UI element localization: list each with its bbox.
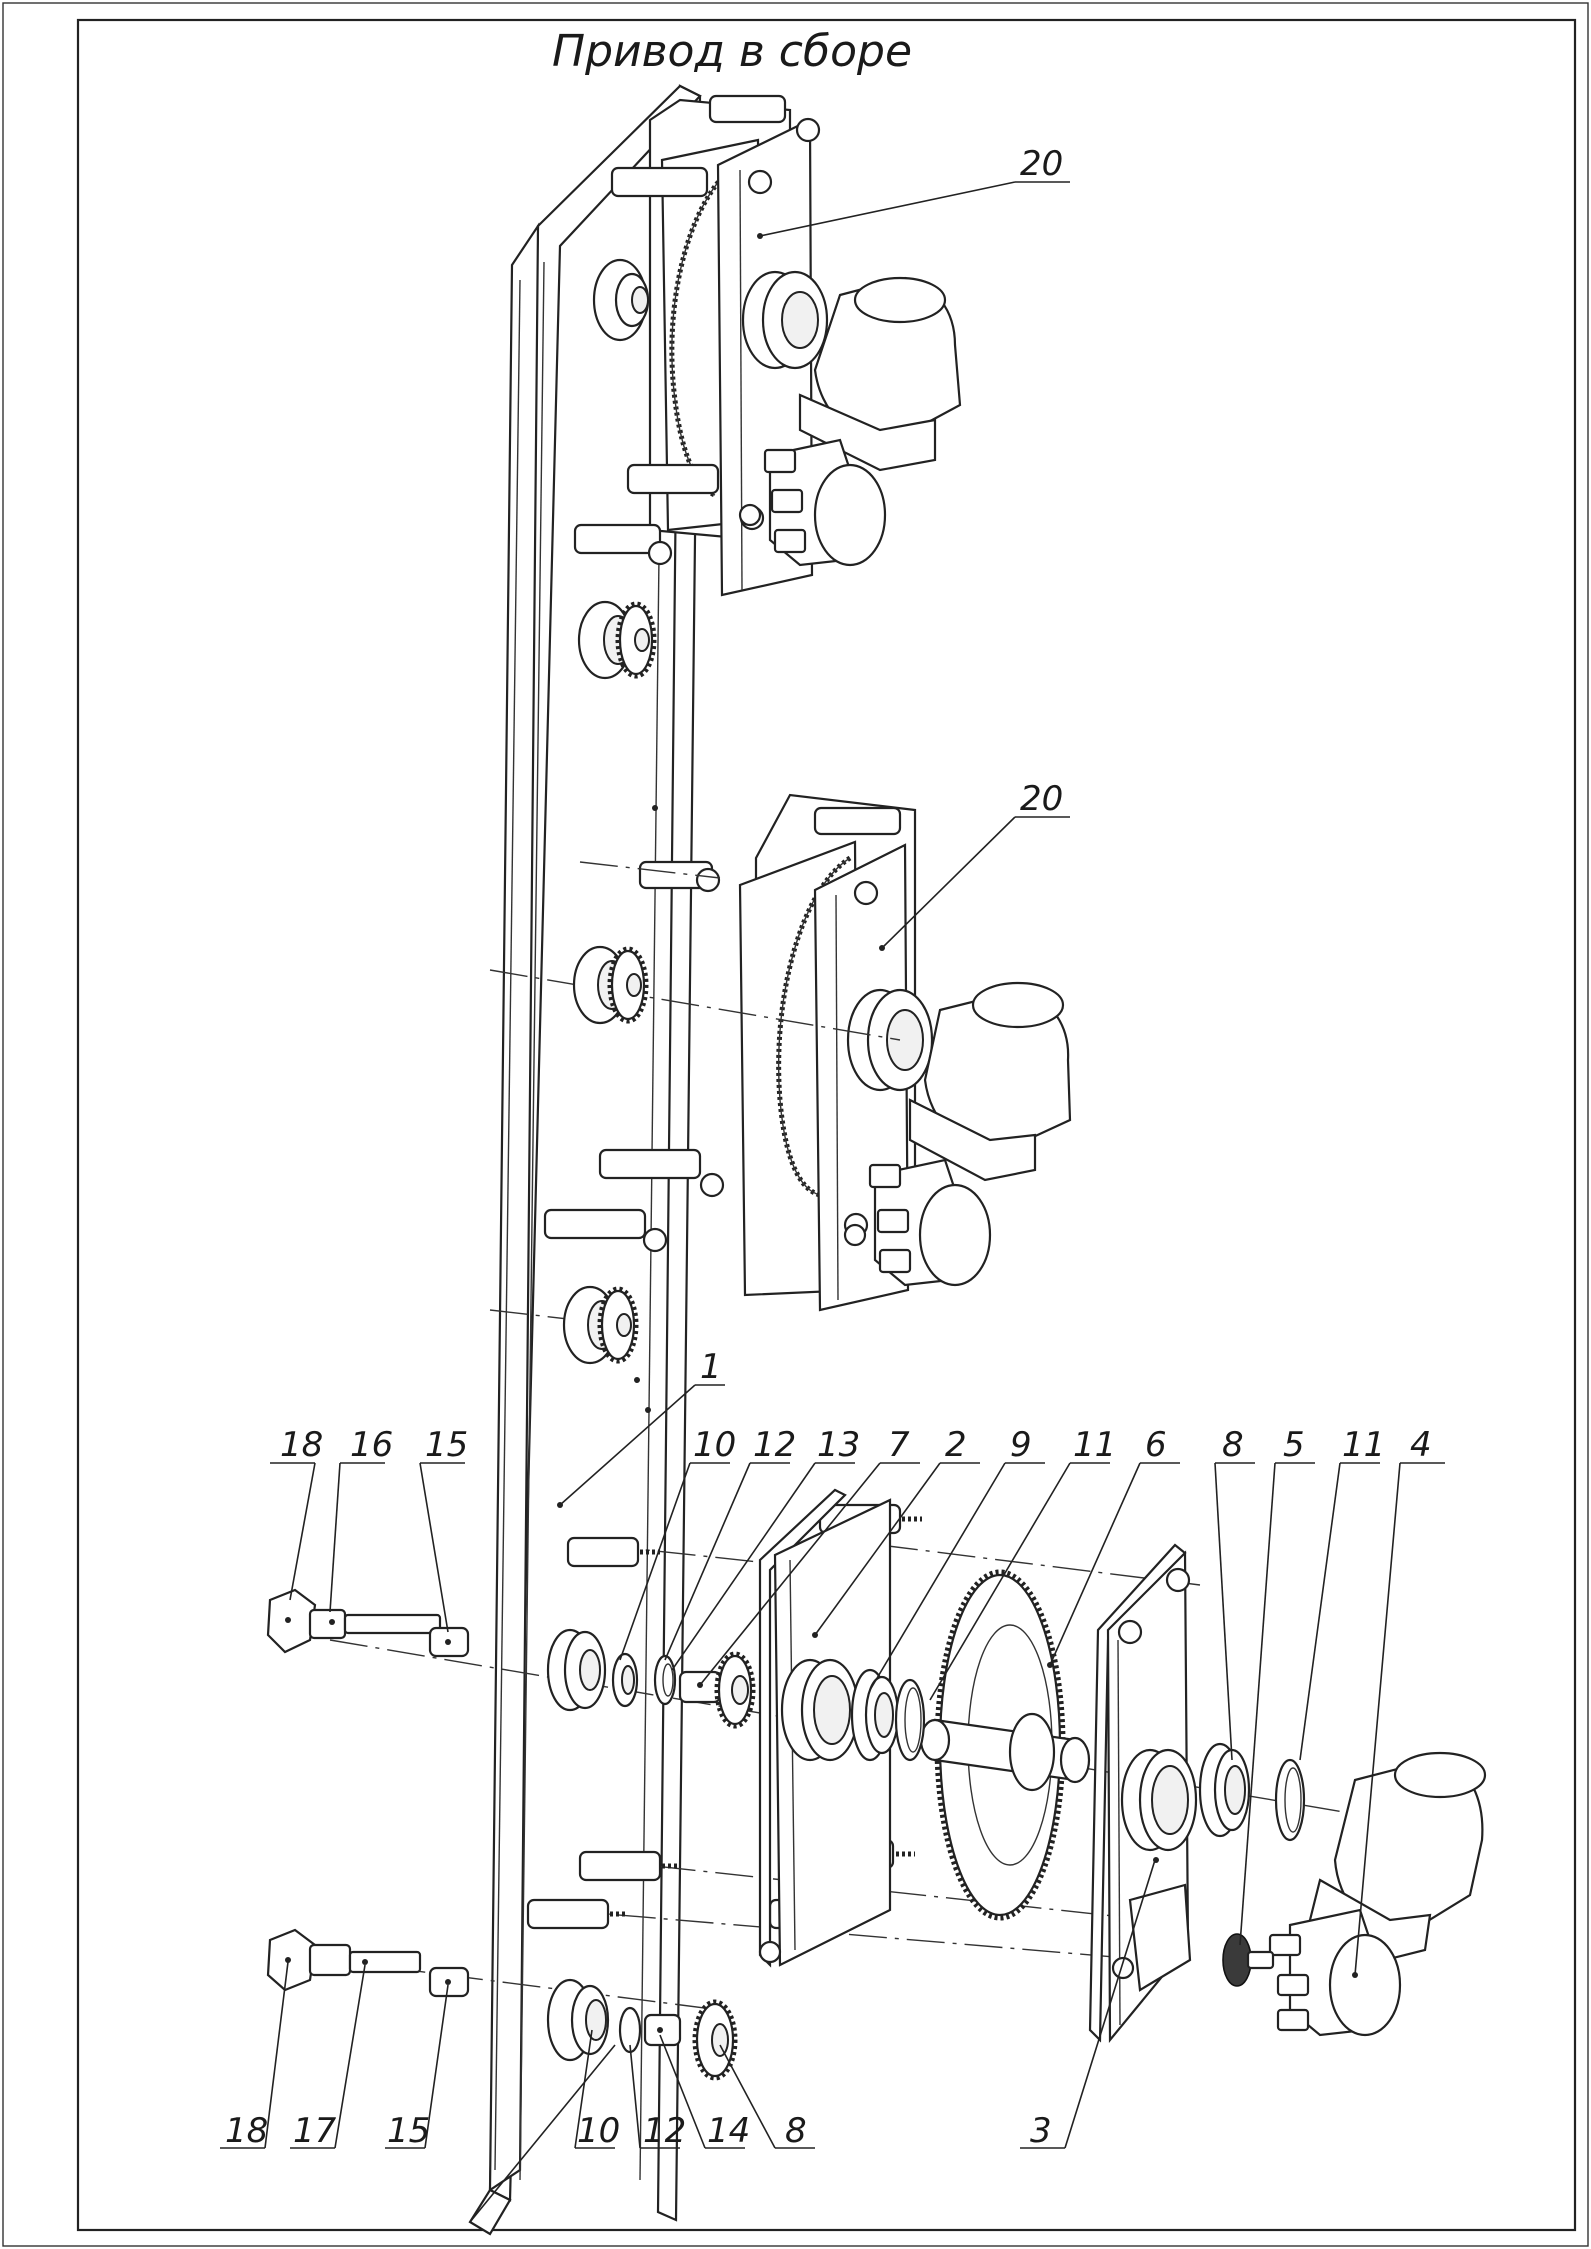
motor-4: [1222, 1751, 1487, 2037]
drawing-frame: [76, 18, 1577, 2232]
callout-leaders: [220, 181, 1445, 2223]
callout-6: 6: [1145, 1425, 1167, 1465]
callout-11-top: 11: [1073, 1425, 1116, 1465]
drawing-title: Привод в сборе: [552, 26, 912, 77]
motor-unit-middle: [543, 793, 1072, 1312]
callout-17: 17: [293, 2111, 337, 2151]
axis-line: [489, 969, 901, 1041]
callout-15-bottom: 15: [387, 2111, 430, 2151]
callout-16: 16: [350, 1425, 393, 1465]
callout-10-bottom: 10: [577, 2111, 620, 2151]
callout-13: 13: [817, 1425, 860, 1465]
idler-gear-upper: [577, 600, 657, 680]
callout-10-top: 10: [693, 1425, 736, 1465]
callout-18-top: 18: [280, 1425, 323, 1465]
callout-2: 2: [945, 1425, 967, 1465]
callout-20-middle: 20: [1020, 779, 1063, 819]
axis-line: [559, 1909, 1151, 1961]
shaft-parts-lower: [266, 1928, 738, 2081]
callout-14: 14: [707, 2111, 750, 2151]
shaft-parts-upper: [266, 1588, 756, 1729]
bushing-parts: [780, 1658, 1306, 1852]
callout-4: 4: [1410, 1425, 1432, 1465]
axis-line: [489, 1309, 621, 1326]
callout-7: 7: [888, 1425, 910, 1465]
callout-20-upper: 20: [1020, 144, 1063, 184]
idler-gear-middle: [572, 945, 649, 1025]
callout-12-bottom: 12: [643, 2111, 686, 2151]
callout-3: 3: [1030, 2111, 1052, 2151]
callout-11-right: 11: [1342, 1425, 1385, 1465]
callout-1: 1: [700, 1347, 722, 1387]
callout-8-top: 8: [1222, 1425, 1244, 1465]
callout-12-top: 12: [753, 1425, 796, 1465]
callout-15-top: 15: [425, 1425, 468, 1465]
callout-numbers: 20 20 1 18 16 15 10 12 13 7 2 9 11 6 8 5…: [225, 144, 1432, 2151]
axis-line: [579, 861, 721, 879]
callout-18-bottom: 18: [225, 2111, 268, 2151]
plate-3: [1088, 1543, 1192, 2044]
callout-5: 5: [1283, 1425, 1305, 1465]
callout-8-bottom: 8: [785, 2111, 807, 2151]
axis-line: [599, 1859, 1151, 1921]
large-gear-6: [919, 1569, 1091, 1921]
callout-9: 9: [1010, 1425, 1032, 1465]
motor-unit-upper: [573, 94, 962, 597]
idler-gear-lower: [562, 1285, 639, 1365]
